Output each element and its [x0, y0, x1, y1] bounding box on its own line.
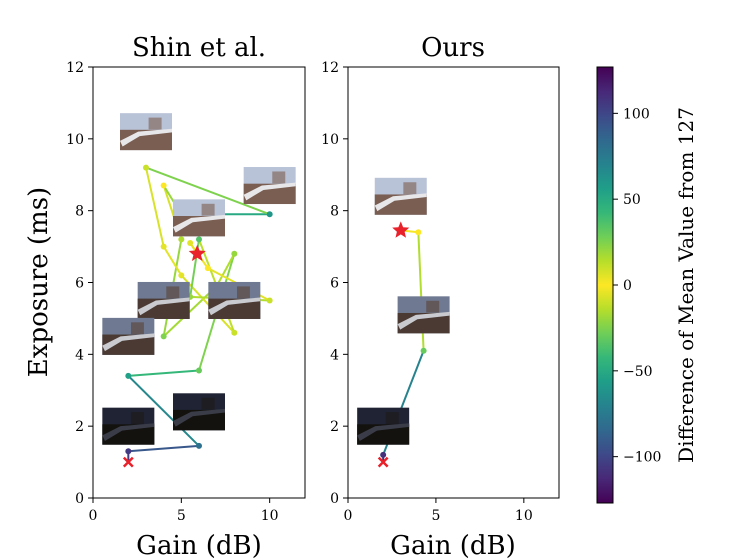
colorbar-tick-label: 0: [623, 278, 632, 294]
trajectory-segment: [180, 274, 236, 334]
panel-ours: Ours 0 5 10 0 2 4 6 8 10 12 Gain (dB): [321, 33, 560, 560]
x-axis-label: Gain (dB): [390, 531, 516, 560]
trajectory-point: [178, 236, 185, 243]
trajectory-segment: [128, 369, 200, 377]
thumbnail-image: [173, 199, 225, 237]
plot-area: [102, 113, 296, 468]
trajectory-point: [125, 372, 132, 379]
y-tick-label: 10: [66, 132, 84, 148]
y-tick-label: 2: [75, 419, 84, 435]
y-tick-label: 10: [321, 132, 339, 148]
trajectory-segment: [128, 444, 200, 453]
thumbnail-image: [208, 281, 261, 319]
trajectory-point: [160, 333, 167, 340]
x-tick-label: 10: [515, 508, 533, 524]
axis-ticks: 0 5 10 0 2 4 6 8 10 12: [66, 60, 278, 524]
colorbar-gradient: [596, 66, 614, 504]
trajectory-point: [415, 229, 422, 236]
trajectory-segment: [162, 246, 183, 276]
x-tick-label: 0: [89, 508, 98, 524]
trajectory-point: [125, 448, 132, 455]
trajectory-point: [160, 182, 167, 189]
y-tick-label: 12: [321, 60, 339, 76]
thumbnail-image: [397, 296, 450, 334]
x-tick-label: 0: [344, 508, 353, 524]
trajectory-point: [196, 236, 202, 243]
trajectory-point: [143, 164, 149, 171]
colorbar-tick-label: 50: [623, 192, 641, 208]
colorbar-tick-label: −100: [623, 450, 661, 466]
trajectory-point: [196, 442, 202, 449]
trajectory-point: [187, 239, 194, 246]
trajectory-point: [231, 250, 238, 257]
trajectory-point: [420, 347, 427, 354]
y-tick-label: 6: [75, 276, 84, 292]
trajectory-segment: [145, 166, 271, 216]
trajectory-segment: [145, 167, 165, 247]
start-marker: [377, 456, 389, 468]
end-marker-star: [392, 221, 410, 238]
thumbnail-image: [243, 167, 296, 205]
x-tick-label: 5: [177, 508, 186, 524]
x-tick-label: 10: [261, 508, 279, 524]
trajectory-segment: [127, 375, 200, 447]
x-tick-label: 5: [431, 508, 440, 524]
panel-shin: Shin et al. 0 5 10 0 2 4 6 8 10 12 Gain (dB) Expo…: [24, 33, 306, 560]
trajectory-segment: [215, 253, 236, 287]
y-tick-label: 6: [330, 276, 339, 292]
thumbnail-image: [120, 113, 172, 151]
trajectory-point: [266, 297, 273, 304]
colorbar-ticks: 100 50 0 −50 −100: [613, 106, 661, 466]
panel-title: Shin et al.: [132, 33, 266, 63]
trajectory-point: [380, 451, 387, 458]
thumbnail-image: [374, 177, 427, 215]
trajectory-point: [160, 243, 167, 250]
trajectory-point: [178, 272, 185, 279]
y-tick-label: 8: [330, 204, 339, 220]
colorbar-tick-label: −50: [623, 364, 653, 380]
thumbnail-image: [173, 393, 225, 431]
panel-title: Ours: [421, 33, 485, 63]
y-tick-label: 8: [75, 204, 84, 220]
thumbnail-image: [102, 317, 155, 355]
colorbar: 100 50 0 −50 −100 Difference of Mean Value f…: [596, 66, 698, 504]
y-tick-label: 0: [330, 491, 339, 507]
thumbnail-image: [357, 407, 410, 445]
axis-ticks: 0 5 10 0 2 4 6 8 10 12: [321, 60, 533, 524]
y-tick-label: 2: [330, 419, 339, 435]
thumbnail-image: [137, 281, 190, 319]
thumbnail-image: [102, 407, 155, 445]
trajectory-segment: [162, 285, 218, 338]
end-marker-star: [188, 244, 206, 261]
colorbar-label: Difference of Mean Value from 127: [674, 107, 698, 463]
x-axis-label: Gain (dB): [136, 531, 262, 560]
trajectory-point: [266, 211, 273, 218]
y-tick-label: 4: [75, 347, 84, 363]
plot-area: [357, 177, 450, 468]
y-tick-label: 0: [75, 491, 84, 507]
trajectory-point: [196, 367, 202, 374]
trajectory-point: [204, 265, 211, 272]
colorbar-tick-label: 100: [623, 106, 650, 122]
y-tick-label: 4: [330, 347, 339, 363]
y-tick-label: 12: [66, 60, 84, 76]
start-marker: [122, 456, 134, 468]
trajectory-point: [231, 329, 238, 336]
y-axis-label: Exposure (ms): [24, 187, 54, 377]
